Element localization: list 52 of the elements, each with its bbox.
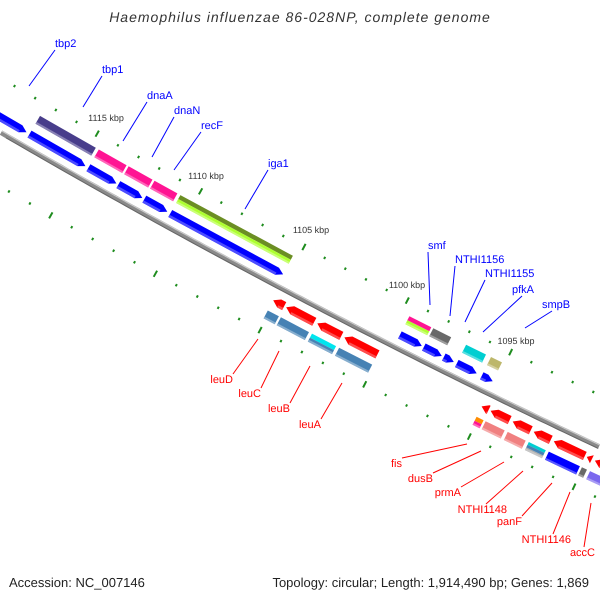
- leader-line: [486, 470, 524, 504]
- gene-label: leuA: [298, 419, 321, 431]
- leader-line: [522, 482, 552, 516]
- genome-stats-text: Topology: circular; Length: 1,914,490 bp; Genes: 1,869: [272, 575, 589, 590]
- gene-label: tbp2: [55, 38, 76, 50]
- leader-line: [584, 502, 592, 548]
- gene-label: smf: [428, 240, 446, 252]
- gene-label: smpB: [542, 299, 570, 311]
- leader-line: [464, 280, 486, 322]
- gene-label: NTHI1156: [455, 254, 504, 266]
- gene-label: leuD: [210, 374, 233, 386]
- leader-line: [402, 444, 468, 458]
- leader-line: [524, 310, 552, 328]
- leader-line: [432, 450, 482, 474]
- leader-line: [450, 266, 456, 316]
- leader-line: [320, 382, 342, 420]
- scale-label: 1095 kbp: [497, 336, 535, 346]
- leader-line: [460, 462, 504, 488]
- gene-label: iga1: [268, 158, 289, 170]
- leader-line: [122, 102, 148, 142]
- accession-text: Accession: NC_007146: [9, 575, 145, 590]
- gene-label: prmA: [434, 487, 461, 499]
- leader-line: [552, 492, 570, 534]
- gene-label: fis: [391, 458, 402, 470]
- gene-label: accC: [570, 547, 595, 559]
- leader-line: [260, 350, 280, 388]
- leader-line: [428, 252, 430, 306]
- gene-label: NTHI1148: [458, 504, 507, 516]
- scale-label: 1100 kbp: [388, 280, 426, 290]
- gene-label: NTHI1146: [522, 534, 571, 546]
- gene-label: dnaA: [147, 90, 173, 102]
- gene-label: leuB: [268, 403, 290, 415]
- leader-line: [28, 50, 56, 86]
- scale-label: 1105 kbp: [292, 225, 330, 235]
- leader-line: [244, 170, 268, 210]
- gene-label: NTHI1155: [485, 268, 534, 280]
- leader-line: [152, 116, 174, 158]
- leader-line: [290, 366, 310, 404]
- gene-label: leuC: [238, 388, 261, 400]
- diagram-title: Haemophilus influenzae 86-028NP, complete genome: [108, 9, 492, 26]
- gene-label: panF: [496, 516, 522, 528]
- gene-label: dnaN: [174, 105, 200, 117]
- gene-label: tbp1: [102, 64, 124, 76]
- gene-label: dusB: [408, 473, 433, 485]
- scale-label: 1110 kbp: [188, 171, 224, 181]
- leader-line: [174, 132, 202, 170]
- leader-line: [232, 338, 258, 374]
- scale-label: 1115 kbp: [88, 113, 124, 123]
- leader-line: [482, 296, 522, 332]
- gene-label: recF: [201, 120, 223, 132]
- gene-label: pfkA: [512, 284, 534, 296]
- leader-line: [82, 76, 102, 108]
